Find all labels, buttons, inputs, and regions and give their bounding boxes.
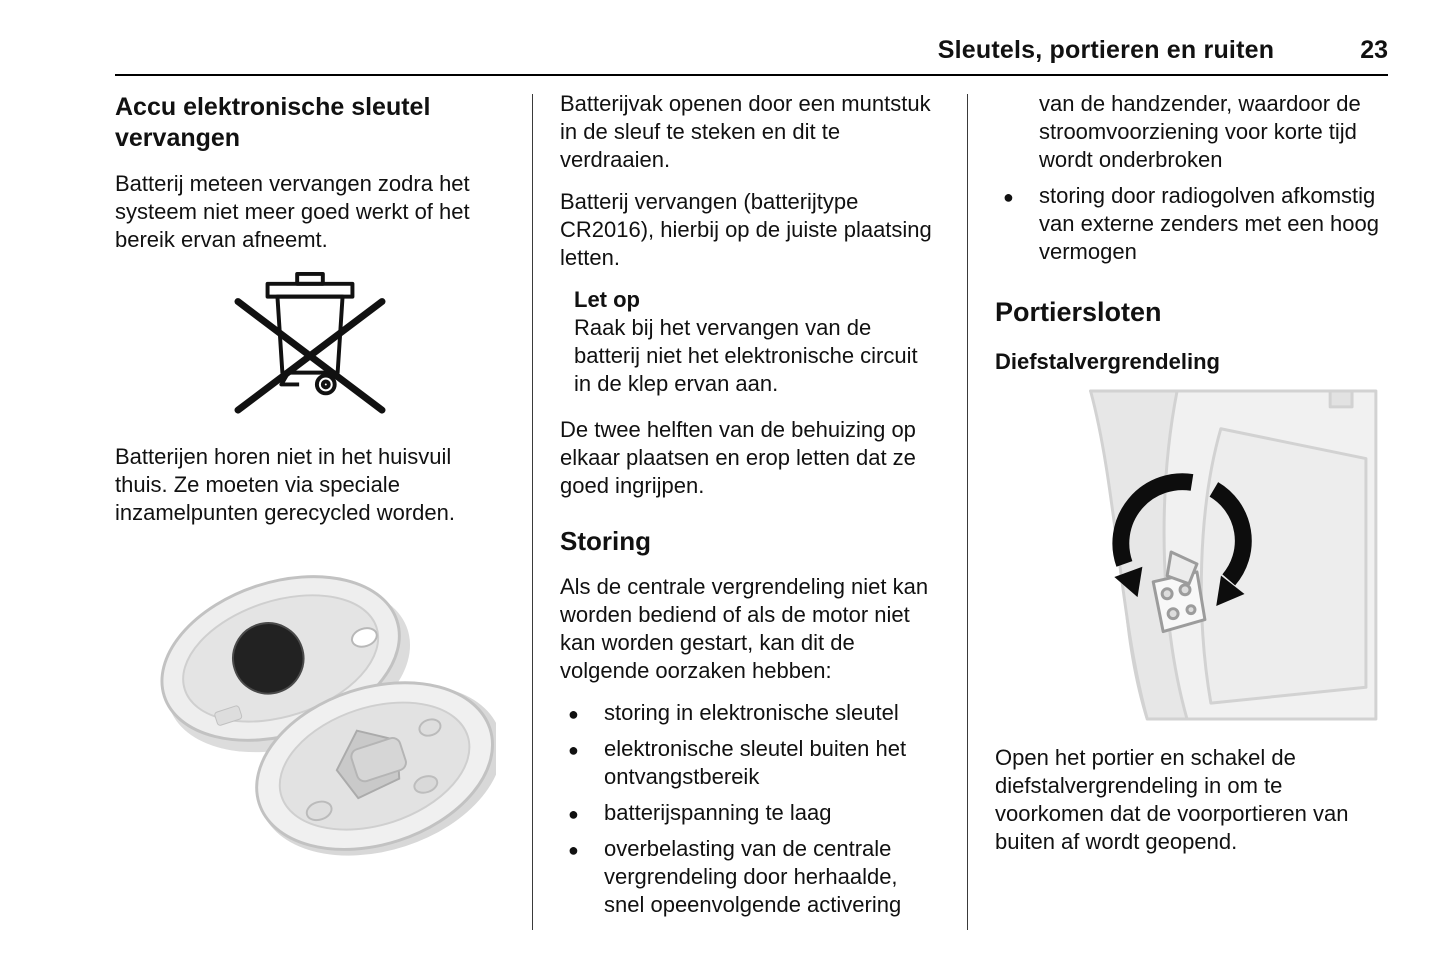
crossed-out-bin-icon: [234, 271, 386, 414]
caution-note: Let op Raak bij het vervangen van de bat…: [560, 286, 940, 398]
paragraph: Open het portier en schakel de diefstalv…: [995, 745, 1349, 854]
paragraph: Batterijvak openen door een muntstuk in …: [560, 91, 931, 172]
chapter-title: Sleutels, portieren en ruiten: [937, 36, 1275, 64]
running-head: Sleutels, portieren en ruiten 23: [115, 36, 1388, 65]
bullet-continuation: van de handzender, waardoor de stroomvoo…: [1039, 91, 1361, 172]
column-divider: [967, 94, 968, 930]
door-lock-figure: [995, 387, 1385, 728]
paragraph: Als de centrale vergrendeling niet kan w…: [560, 574, 929, 683]
key-fob-figure: [115, 543, 505, 866]
caution-note-title: Let op: [574, 287, 640, 312]
content-columns: Accu elektronische sleutel vervangen Bat…: [0, 76, 1445, 930]
door-lock-illustration: [1089, 389, 1378, 721]
bullet-item: batterijspanning te laag: [560, 799, 940, 828]
caution-note-body: Raak bij het vervangen van de batterij n…: [574, 315, 918, 396]
paragraph: Batterij vervangen (batterijtype CR2016)…: [560, 189, 932, 270]
key-fob-battery-photo: [160, 575, 503, 856]
bullet-item: storing in elektronische sleutel: [560, 699, 940, 728]
cause-list: storing in elektronische sleutel elektro…: [560, 699, 940, 919]
bullet-item: storing door radiogolven afkomstig van e…: [995, 182, 1385, 266]
section-heading-battery: Accu elektronische sleutel vervangen: [115, 93, 431, 152]
column-2: Batterijvak openen door een muntstuk in …: [560, 90, 940, 927]
column-1: Accu elektronische sleutel vervangen Bat…: [115, 90, 505, 866]
bullet-item: overbelasting van de centrale vergrendel…: [560, 835, 940, 919]
section-heading-storing: Storing: [560, 526, 651, 556]
column-3: van de handzender, waardoor de stroomvoo…: [995, 90, 1385, 870]
subheading-diefstalvergrendeling: Diefstalvergrendeling: [995, 349, 1220, 374]
weee-figure: [115, 268, 505, 423]
column-divider: [532, 94, 533, 930]
bullet-item: elektronische sleutel buiten het ontvang…: [560, 735, 940, 791]
paragraph: Batterij meteen vervangen zodra het syst…: [115, 171, 470, 252]
header-rule: [115, 74, 1388, 76]
section-heading-portiersloten: Portiersloten: [995, 297, 1162, 327]
page-number: 23: [1360, 36, 1388, 64]
page-header: Sleutels, portieren en ruiten 23: [0, 0, 1445, 76]
paragraph: De twee helften van de behuizing op elka…: [560, 417, 916, 498]
cause-list-continued: storing door radiogolven afkomstig van e…: [995, 182, 1385, 266]
paragraph: Batterijen horen niet in het huisvuil th…: [115, 444, 455, 525]
